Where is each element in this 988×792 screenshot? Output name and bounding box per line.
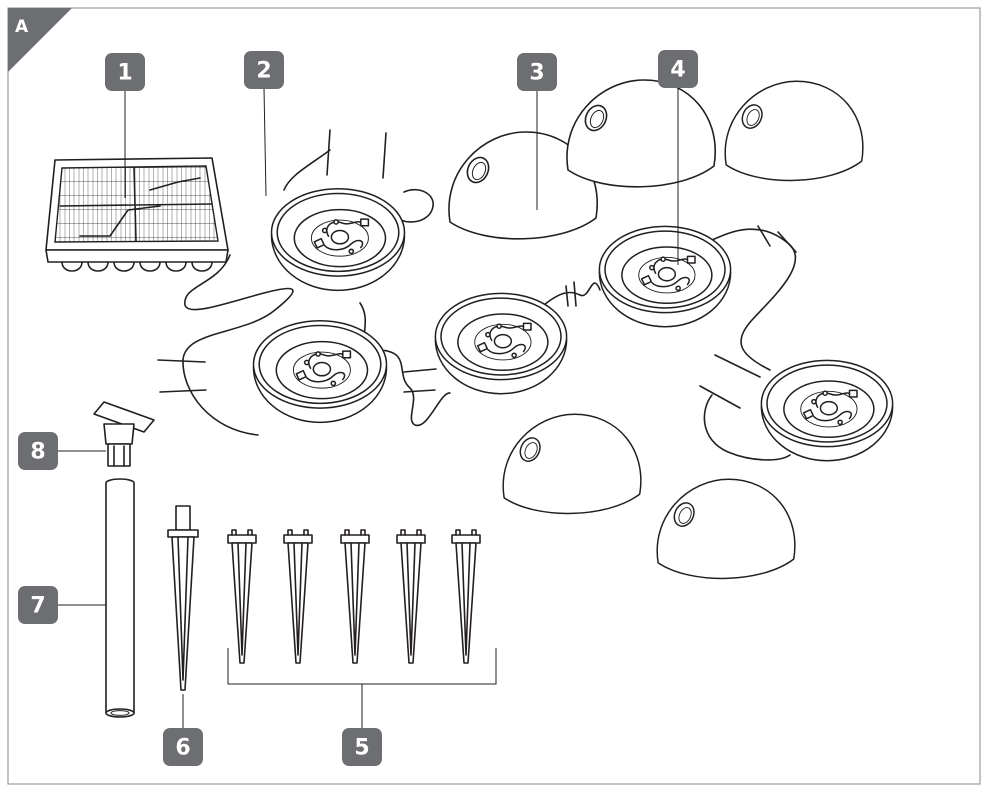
lamp-base-3 <box>434 292 568 395</box>
solar-panel <box>45 157 229 272</box>
callout-5: 5 <box>342 728 382 766</box>
lamp-base-5 <box>760 359 894 462</box>
long-ground-stake <box>167 505 199 691</box>
svg-text:6: 6 <box>175 736 190 761</box>
leader-lines <box>58 87 679 728</box>
svg-text:1: 1 <box>117 61 132 86</box>
globe-shade-2 <box>566 79 717 188</box>
panel-mount <box>93 401 155 467</box>
svg-text:4: 4 <box>670 58 685 83</box>
callout-2: 2 <box>244 51 284 89</box>
lamp-base-2 <box>252 319 388 424</box>
callout-1: 1 <box>105 53 145 91</box>
globe-shade-3 <box>724 80 864 182</box>
svg-text:3: 3 <box>529 61 544 86</box>
short-ground-stakes <box>227 529 481 664</box>
extension-tube <box>105 478 135 718</box>
svg-text:5: 5 <box>354 736 369 761</box>
callout-3: 3 <box>517 53 557 91</box>
lamp-base-4 <box>598 225 732 328</box>
globe-shade-5 <box>656 478 796 580</box>
callout-6: 6 <box>163 728 203 766</box>
cable-break-bands <box>157 129 797 409</box>
callout-8: 8 <box>18 432 58 470</box>
diagram-frame <box>7 7 981 785</box>
panel-label: A <box>15 17 29 37</box>
lamp-base-1 <box>270 187 406 292</box>
svg-text:8: 8 <box>30 440 45 465</box>
svg-text:7: 7 <box>30 594 45 619</box>
stakes-bracket <box>227 648 497 728</box>
callout-4: 4 <box>658 50 698 88</box>
globe-shade-4 <box>502 413 642 515</box>
callout-7: 7 <box>18 586 58 624</box>
svg-text:2: 2 <box>256 59 271 84</box>
panel-corner-tab <box>8 8 72 72</box>
